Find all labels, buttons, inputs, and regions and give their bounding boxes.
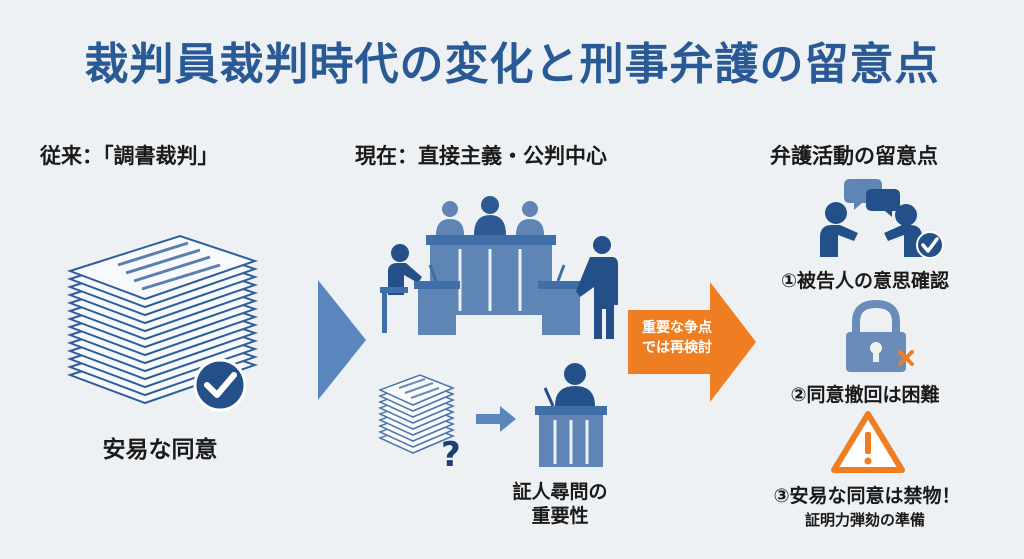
- small-arrow-icon: [476, 406, 516, 432]
- svg-text:?: ?: [441, 435, 461, 475]
- reconsider-arrow: [628, 282, 756, 402]
- point-1: ①被告人の意思確認: [780, 270, 950, 292]
- reconsider-label-line2: では再検討: [642, 340, 712, 356]
- left-caption: 安易な同意: [102, 437, 218, 463]
- point-3: ③安易な同意は禁物！: [773, 485, 961, 507]
- reconsider-label-line1: 重要な争点: [642, 320, 712, 336]
- page-title: 裁判員裁判時代の変化と刑事弁護の留意点: [84, 39, 940, 90]
- consultation-icon: [820, 179, 944, 259]
- warning-icon: [831, 411, 905, 473]
- right-column-heading: 弁護活動の留意点: [770, 144, 938, 168]
- courtroom-icon: [380, 196, 618, 339]
- document-stack-icon: [66, 234, 259, 412]
- reconsider-label: 重要な争点 では再検討: [632, 318, 722, 358]
- documents-question-icon: ?: [378, 374, 461, 475]
- middle-column-heading: 現在：直接主義・公判中心: [355, 144, 607, 168]
- point-2: ②同意撤回は困難: [790, 384, 940, 406]
- lock-icon: [846, 299, 914, 372]
- middle-caption-line1: 証人尋問の: [512, 481, 608, 503]
- point-3-sub: 証明力弾劾の準備: [804, 511, 925, 529]
- middle-caption: 証人尋問の 重要性: [480, 480, 640, 528]
- middle-caption-line2: 重要性: [531, 505, 589, 527]
- left-column-heading: 従来：「調書裁判」: [40, 144, 219, 168]
- witness-stand-icon: [535, 363, 607, 467]
- transition-arrow-icon: [318, 280, 366, 400]
